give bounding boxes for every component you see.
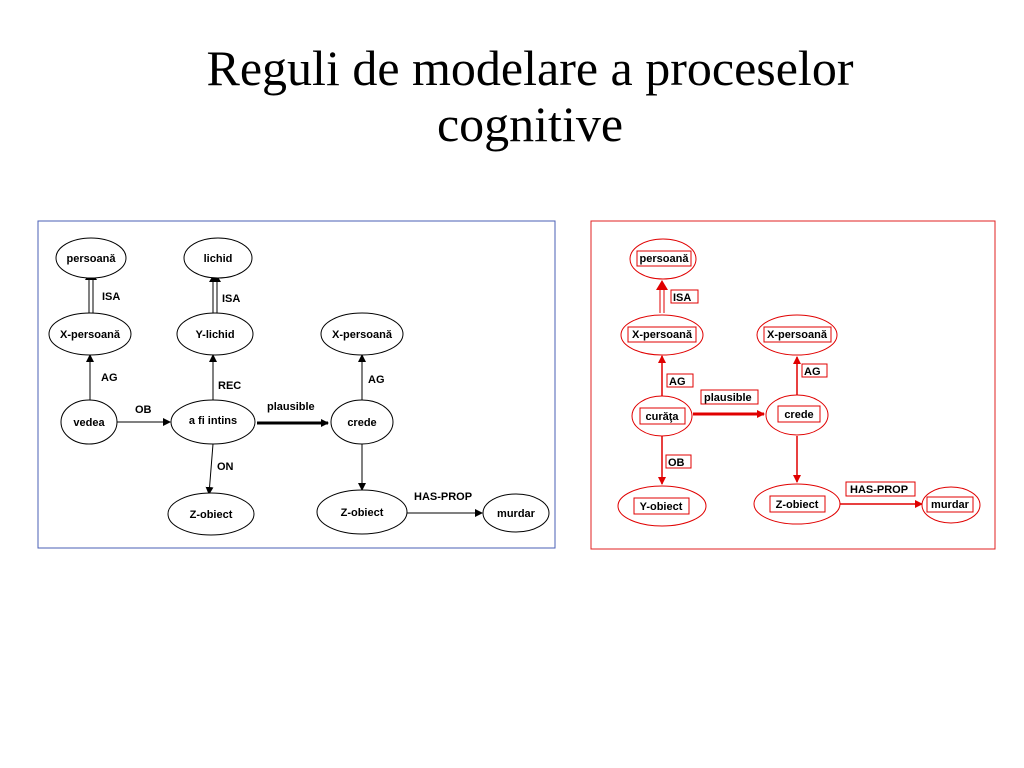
node-curata-right-label: curăţa <box>645 411 679 423</box>
edge-ag-right-1-label: AG <box>669 376 686 388</box>
edge-ag-left-1-label: AG <box>101 372 118 384</box>
node-z-obiect2-left <box>316 489 408 535</box>
node-z-obiect2-left-label: Z-obiect <box>341 507 384 519</box>
node-crede-left <box>330 399 394 445</box>
edge-isa-left-2-label: ISA <box>222 293 240 305</box>
slide-title: Reguli de modelare a proceselor cognitiv… <box>0 40 1024 152</box>
node-x-persoana2-right-box <box>763 326 832 343</box>
node-x-persoana-left <box>48 312 132 356</box>
node-murdar-left-label: murdar <box>497 508 536 520</box>
node-persoana-right-label: persoană <box>640 253 690 265</box>
node-x-persoana-left-label: X-persoană <box>60 329 121 341</box>
edge-ag-left-2-label: AG <box>368 374 385 386</box>
edge-ag-right-1-box <box>666 373 694 388</box>
left-diagram: persoană lichid X-persoană Y-lichid X-pe… <box>37 220 556 549</box>
edge-has-prop-right-box <box>845 481 916 497</box>
node-y-lichid-left <box>176 312 254 356</box>
node-z-obiect-right-label: Z-obiect <box>776 499 819 511</box>
node-persoana-left-label: persoană <box>67 253 117 265</box>
slide-title-line1: Reguli de modelare a proceselor <box>206 40 854 96</box>
edge-has-prop-right-label: HAS-PROP <box>850 484 908 496</box>
node-x-persoana2-left-label: X-persoană <box>332 329 393 341</box>
right-diagram-frame <box>590 220 996 550</box>
edge-on-left <box>205 443 214 495</box>
node-murdar-right-label: murdar <box>931 499 970 511</box>
edge-isa-right-label: ISA <box>673 292 691 304</box>
node-x-persoana-right-label: X-persoană <box>632 329 693 341</box>
edge-ag-right-2-box <box>801 363 828 378</box>
node-lichid-left-label: lichid <box>204 253 233 265</box>
edge-ob-right-box <box>665 454 692 469</box>
edge-plausible-left-label: plausible <box>267 401 315 413</box>
edge-ag-right-2-label: AG <box>804 366 821 378</box>
edge-ob-left-label: OB <box>135 404 152 416</box>
edge-plausible-right-label: plausible <box>704 392 752 404</box>
node-y-obiect-right-box <box>633 497 690 515</box>
node-curata-right-box <box>639 407 686 425</box>
node-x-persoana-right-box <box>627 326 697 343</box>
edge-rec-left-label: REC <box>218 380 241 392</box>
node-vedea-left <box>60 399 118 445</box>
node-crede-right-box <box>777 405 821 423</box>
edge-isa-right-head <box>656 280 668 290</box>
node-crede-right-label: crede <box>784 409 813 421</box>
edge-on-left-label: ON <box>217 461 234 473</box>
node-y-lichid-left-label: Y-lichid <box>195 329 234 341</box>
node-vedea-left-label: vedea <box>73 417 105 429</box>
node-a-fi-intins-left-label: a fi intins <box>189 415 237 427</box>
edge-plausible-right-box <box>700 389 759 405</box>
node-murdar-left <box>482 493 550 533</box>
node-z-obiect-left <box>167 492 255 536</box>
node-z-obiect-left-label: Z-obiect <box>190 509 233 521</box>
node-x-persoana2-right-label: X-persoană <box>767 329 828 341</box>
node-crede-left-label: crede <box>347 417 376 429</box>
node-y-obiect-right-label: Y-obiect <box>640 501 683 513</box>
edge-ob-right-label: OB <box>668 457 685 469</box>
node-persoana-right-box <box>636 250 692 267</box>
left-diagram-frame <box>37 220 556 549</box>
node-persoana-left <box>55 237 127 279</box>
edge-has-prop-left-label: HAS-PROP <box>414 491 472 503</box>
node-lichid-left <box>183 237 253 279</box>
edge-isa-right-box <box>670 289 699 304</box>
node-x-persoana2-left <box>320 312 404 356</box>
slide-title-line2: cognitive <box>436 96 624 152</box>
right-diagram: persoană X-persoană X-persoană curăţa cr… <box>590 220 996 550</box>
node-murdar-right-box <box>926 496 974 513</box>
node-a-fi-intins-left <box>170 399 256 445</box>
node-z-obiect-right-box <box>769 495 826 513</box>
edge-isa-left-1-label: ISA <box>102 291 120 303</box>
